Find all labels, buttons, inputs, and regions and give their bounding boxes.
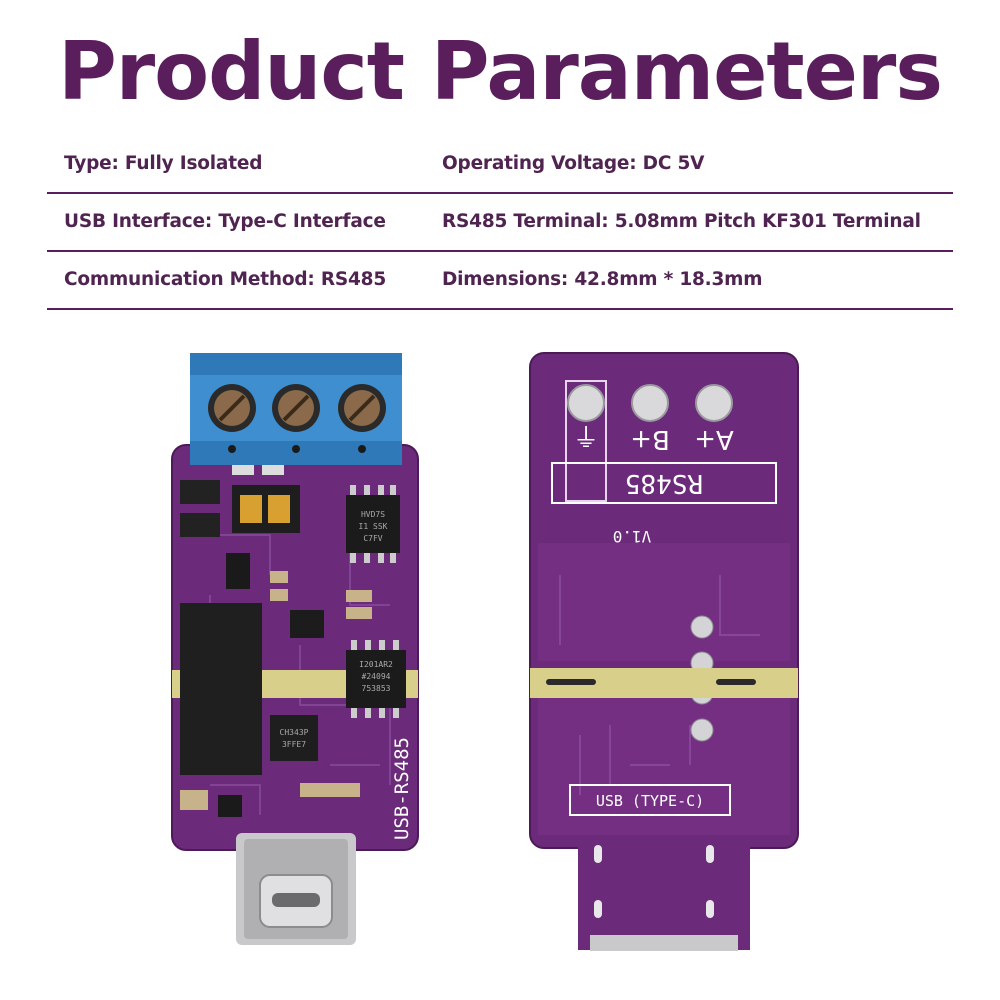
- param-type: Type: Fully Isolated: [64, 153, 263, 174]
- chip-text: 3FFE7: [282, 740, 306, 749]
- b-plus-label: B+: [630, 424, 670, 454]
- param-communication-method: Communication Method: RS485: [64, 269, 387, 290]
- chip-text: C7FV: [363, 534, 382, 543]
- usb-c-connector-edge: [590, 935, 738, 951]
- terminal-block: [190, 353, 402, 465]
- chip-text: I201AR2: [359, 660, 393, 669]
- chip-text: HVD7S: [361, 510, 385, 519]
- usb-label-box: [569, 784, 731, 816]
- chip-text: I1 SSK: [359, 522, 388, 531]
- rs485-label-box: [551, 462, 777, 504]
- param-operating-voltage: Operating Voltage: DC 5V: [442, 153, 705, 174]
- chip-text: CH343P: [280, 728, 309, 737]
- usb-uart-chip: [270, 715, 318, 761]
- rs485-label: RS485: [625, 468, 703, 498]
- usb-label: USB (TYPE-C): [596, 792, 704, 810]
- isolator-chip: [346, 495, 400, 553]
- board-silkscreen-label: USB-RS485: [391, 737, 413, 840]
- page-title: Product Parameters: [58, 25, 943, 118]
- param-usb-interface: USB Interface: Type-C Interface: [64, 211, 386, 232]
- ground-label: ⏚: [573, 424, 599, 454]
- front-board-image: HVD7S I1 SSK C7FV I201AR2 #24094 753853 …: [171, 353, 419, 945]
- param-dimensions: Dimensions: 42.8mm * 18.3mm: [442, 269, 763, 290]
- isolation-transformer: [180, 603, 262, 775]
- usb-c-connector: [236, 833, 356, 945]
- terminal-screws: [567, 384, 733, 422]
- parameters-table: Type: Fully Isolated Operating Voltage: …: [47, 136, 953, 310]
- chip-text: #24094: [362, 672, 391, 681]
- param-rs485-terminal: RS485 Terminal: 5.08mm Pitch KF301 Termi…: [442, 211, 921, 232]
- parameter-row: USB Interface: Type-C Interface RS485 Te…: [47, 194, 953, 252]
- parameter-row: Type: Fully Isolated Operating Voltage: …: [47, 136, 953, 194]
- parameter-row: Communication Method: RS485 Dimensions: …: [47, 252, 953, 310]
- version-label: V1.0: [613, 527, 652, 546]
- transceiver-chip: [346, 650, 406, 708]
- a-plus-label: A+: [694, 424, 734, 454]
- chip-text: 753853: [362, 684, 391, 693]
- back-board-image: ⏚ B+ A+ RS485 V1.0 USB (TYPE-C): [529, 352, 799, 951]
